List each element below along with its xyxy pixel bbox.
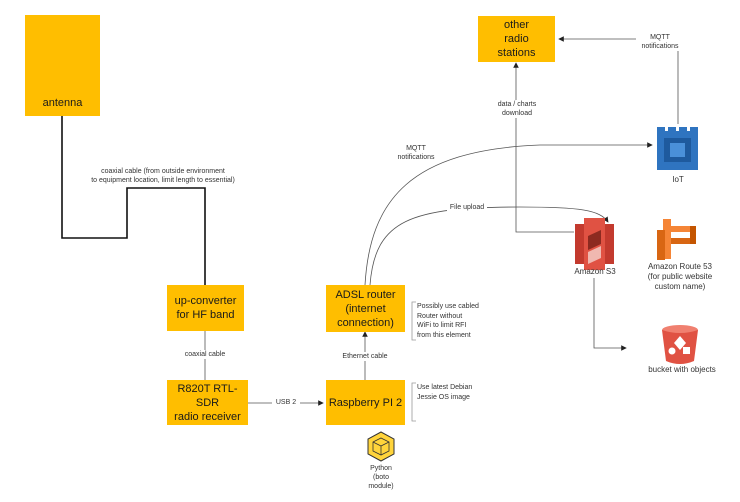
python-label: Python (boto module) — [368, 465, 394, 490]
coax-label: coaxial cable — [180, 350, 230, 359]
raspberry-note-bracket — [411, 382, 416, 422]
router-note: Possibly use cabled Router without WiFi … — [417, 303, 479, 339]
iot-label: IoT — [672, 175, 684, 184]
other-stations-label: other radio stations — [497, 19, 536, 59]
router-note-bracket — [411, 301, 416, 341]
file-upload-line — [369, 206, 609, 286]
mqtt-router-label: MQTT notifications — [392, 144, 440, 162]
usb-label: USB 2 — [272, 398, 300, 407]
coax-antenna-line — [61, 116, 206, 285]
raspberry-note: Use latest Debian Jessie OS image — [417, 384, 473, 401]
data-charts-label: data / charts download — [494, 100, 540, 118]
bucket-label: bucket with objects — [648, 365, 716, 374]
antenna-label: antenna — [42, 97, 83, 109]
coax-outside-label: coaxial cable (from outside environment … — [88, 167, 238, 185]
sdr-label: R820T RTL-SDR radio receiver — [174, 382, 241, 423]
route53-label: Amazon Route 53 (for public website cust… — [647, 262, 713, 291]
mqtt-iot-stations-line — [558, 36, 679, 124]
mqtt-iot-label: MQTT notifications — [636, 33, 684, 51]
file-upload-label: File upload — [447, 203, 487, 212]
upconverter-box: up-converter for HF band — [167, 285, 244, 331]
python-boto-icon — [367, 431, 395, 462]
raspberry-box: Raspberry PI 2 — [326, 380, 405, 425]
mqtt-router-iot-line — [364, 142, 653, 286]
s3-label: Amazon S3 — [574, 267, 616, 276]
amazon-route53-icon — [657, 219, 696, 260]
amazon-s3-icon — [575, 218, 614, 270]
upconverter-label: up-converter for HF band — [174, 295, 237, 321]
router-label: ADSL router (internet connection) — [335, 288, 396, 329]
ethernet-label: Ethernet cable — [338, 352, 392, 361]
antenna-box: antenna — [25, 15, 100, 116]
s3-bucket-line — [593, 278, 627, 351]
sdr-box: R820T RTL-SDR radio receiver — [167, 380, 248, 425]
data-download-line — [513, 62, 574, 233]
aws-iot-icon — [657, 127, 698, 170]
raspberry-label: Raspberry PI 2 — [328, 396, 403, 409]
s3-bucket-icon — [662, 325, 698, 364]
other-stations-box: other radio stations — [478, 16, 555, 62]
router-box: ADSL router (internet connection) — [326, 285, 405, 332]
